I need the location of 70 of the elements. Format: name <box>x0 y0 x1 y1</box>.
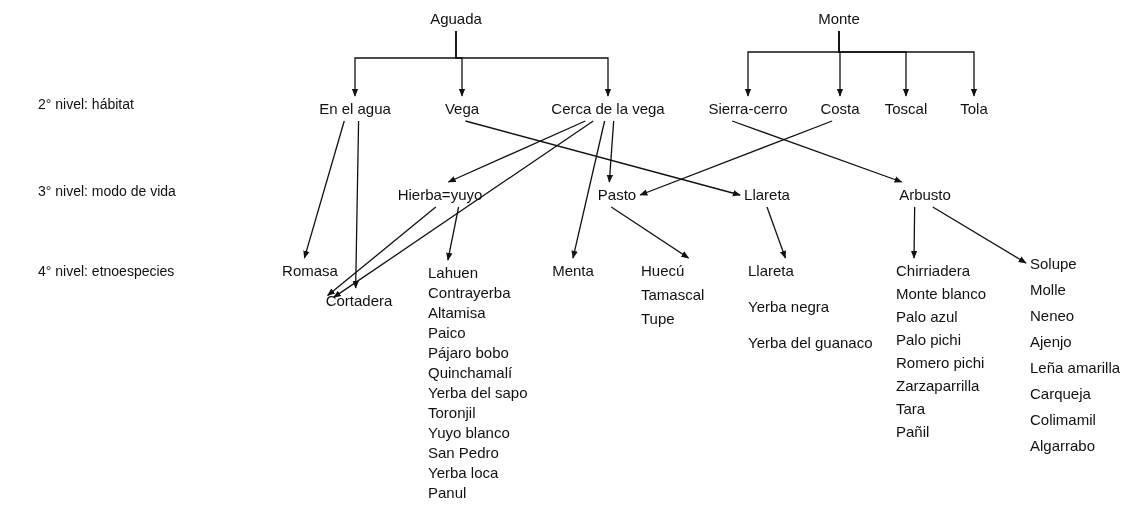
category-label: Costa <box>820 100 860 118</box>
species-name: Zarzaparrilla <box>896 377 980 395</box>
arrow <box>639 120 833 196</box>
category-label: Toscal <box>884 100 928 118</box>
category-label: Cortadera <box>325 292 393 310</box>
category-label: En el agua <box>319 100 391 118</box>
arrow <box>303 120 345 259</box>
species-name: Quinchamalí <box>428 364 513 382</box>
arrow <box>352 120 360 289</box>
species-name: Tupe <box>641 310 675 328</box>
category-label: Hierba=yuyo <box>397 186 483 204</box>
species-name: Paico <box>428 324 466 342</box>
species-name: Molle <box>1030 281 1066 299</box>
species-name: Yerba del guanaco <box>748 334 873 352</box>
species-name: Contrayerba <box>428 284 511 302</box>
category-label: Romasa <box>282 262 338 280</box>
category-label: Pasto <box>597 186 637 204</box>
level-label: 3° nivel: modo de vida <box>38 183 176 199</box>
species-name: Palo pichi <box>896 331 962 349</box>
category-label: Llareta <box>744 186 790 204</box>
category-label: Menta <box>552 262 594 280</box>
species-name: Palo azul <box>896 308 958 326</box>
species-name: Romero pichi <box>896 354 985 372</box>
arrow <box>606 120 615 183</box>
species-name: Huecú <box>641 262 685 280</box>
species-name: Panul <box>428 484 467 502</box>
arrow <box>838 30 978 97</box>
species-name: Chirriadera <box>896 262 971 280</box>
arrow <box>932 206 1027 264</box>
species-name: Altamisa <box>428 304 486 322</box>
category-label: Cerca de la vega <box>551 100 665 118</box>
species-name: Leña amarilla <box>1030 359 1121 377</box>
category-label: Aguada <box>430 10 482 28</box>
arrow <box>455 30 612 97</box>
arrow <box>571 120 606 259</box>
species-name: Carqueja <box>1030 385 1091 403</box>
species-name: Yerba negra <box>748 298 830 316</box>
category-label: Monte <box>818 10 860 28</box>
species-name: Monte blanco <box>896 285 987 303</box>
species-name: Llareta <box>748 262 794 280</box>
category-label: Sierra-cerro <box>708 100 788 118</box>
species-name: Pañil <box>896 423 930 441</box>
arrow <box>447 120 586 183</box>
category-label: Tola <box>960 100 988 118</box>
species-name: Solupe <box>1030 255 1077 273</box>
species-name: Yuyo blanco <box>428 424 510 442</box>
category-label: Arbusto <box>899 186 951 204</box>
arrow <box>464 120 741 197</box>
level-label: 4° nivel: etnoespecies <box>38 263 175 279</box>
species-name: Yerba del sapo <box>428 384 528 402</box>
species-name: Pájaro bobo <box>428 344 509 362</box>
arrow <box>327 206 437 297</box>
arrow <box>446 206 460 261</box>
species-name: Colimamil <box>1030 411 1096 429</box>
species-name: Algarrabo <box>1030 437 1096 455</box>
species-name: Toronjil <box>428 404 476 422</box>
species-name: Yerba loca <box>428 464 499 482</box>
species-name: San Pedro <box>428 444 499 462</box>
arrow <box>610 206 690 259</box>
species-name: Neneo <box>1030 307 1075 325</box>
category-label: Vega <box>444 100 480 118</box>
species-name: Ajenjo <box>1030 333 1072 351</box>
arrow <box>766 206 786 259</box>
species-name: Lahuen <box>428 264 479 282</box>
level-label: 2° nivel: hábitat <box>38 96 134 112</box>
arrow <box>910 206 918 259</box>
arrow <box>333 120 594 299</box>
arrow <box>731 120 903 183</box>
species-name: Tamascal <box>641 286 705 304</box>
species-name: Tara <box>896 400 926 418</box>
